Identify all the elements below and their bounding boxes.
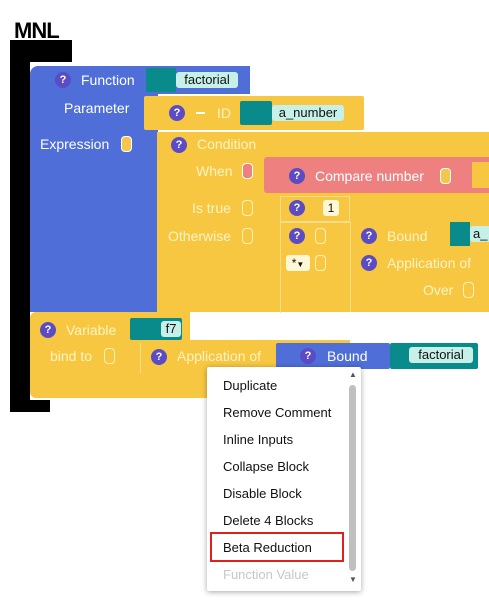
when-input-slot[interactable] [242,163,253,179]
variable-bound-value-field[interactable]: factorial [409,347,473,363]
help-icon[interactable]: ? [300,348,316,364]
operator-input-slot[interactable] [315,228,326,244]
dash-icon [196,112,205,114]
menu-item-inline-inputs[interactable]: Inline Inputs [223,432,294,447]
operator-second-slot[interactable] [315,255,326,271]
chevron-down-icon: ▼ [296,260,305,269]
menu-scrollbar-thumb[interactable] [349,385,356,571]
otherwise-label: Otherwise [168,228,232,244]
otherwise-input-slot[interactable] [242,228,253,244]
mutation-bracket [10,40,30,412]
bind-to-label: bind to [50,348,93,364]
id-value-field[interactable]: a_number [272,105,344,121]
menu-item-duplicate[interactable]: Duplicate [223,378,278,393]
compare-label: Compare number [315,168,424,184]
compare-next-block [472,162,489,188]
mutation-bracket-top [10,40,72,62]
help-icon[interactable]: ? [361,228,377,244]
mutation-bracket-bottom [10,400,50,412]
function-block[interactable] [30,66,158,312]
function-title: Function [81,72,135,88]
highlight-box [210,532,344,562]
menu-item-beta-reduction[interactable]: Beta Reduction [223,540,312,555]
help-icon[interactable]: ? [289,228,305,244]
identifier-stub-icon [450,222,470,246]
over-input-slot[interactable] [463,282,474,298]
when-label: When [196,163,233,179]
help-icon[interactable]: ? [361,255,377,271]
help-icon[interactable]: ? [40,322,56,338]
operator-dropdown[interactable]: *▼ [286,255,310,271]
is-true-input-slot[interactable] [242,200,253,216]
app-logo: MNL [14,18,60,43]
help-icon[interactable]: ? [289,168,305,184]
operator-block[interactable] [280,222,351,313]
condition-title: Condition [197,136,257,152]
variable-name-field[interactable]: f7 [161,321,181,337]
function-name-field[interactable]: factorial [176,72,238,88]
help-icon[interactable]: ? [55,72,71,88]
help-icon[interactable]: ? [171,137,187,153]
operator-value: * [291,256,297,270]
help-icon[interactable]: ? [289,200,305,216]
id-label: ID [217,105,231,121]
is-true-label: Is true [192,200,231,216]
parameter-label: Parameter [64,100,130,116]
compare-input-slot[interactable] [440,168,451,184]
identifier-stub-icon [240,101,272,125]
bind-to-input-slot[interactable] [104,348,115,364]
is-true-value-field[interactable]: 1 [323,200,339,216]
menu-item-delete-blocks[interactable]: Delete 4 Blocks [223,513,314,528]
variable-application-label: Application of [177,348,262,364]
menu-item-remove-comment[interactable]: Remove Comment [223,405,332,420]
bound-label: Bound [387,228,428,244]
menu-item-disable-block[interactable]: Disable Block [223,486,302,501]
context-menu: Duplicate Remove Comment Inline Inputs C… [207,367,361,591]
help-icon[interactable]: ? [151,349,167,365]
inner-application-block[interactable] [350,222,489,312]
variable-bound-label: Bound [327,348,368,364]
menu-item-collapse-block[interactable]: Collapse Block [223,459,309,474]
variable-title: Variable [66,322,117,338]
expression-input-slot[interactable] [121,136,132,152]
variable-bound-block[interactable] [276,343,390,369]
help-icon[interactable]: ? [169,105,185,121]
identifier-stub-icon [146,68,176,92]
bound-value-field[interactable]: a_ [470,226,489,242]
scroll-down-arrow-icon[interactable]: ▼ [349,575,357,584]
over-label: Over [423,282,454,298]
scroll-up-arrow-icon[interactable]: ▲ [349,370,357,379]
menu-item-function-value: Function Value [223,567,309,582]
expression-label: Expression [40,136,110,152]
application-label: Application of [387,255,472,271]
